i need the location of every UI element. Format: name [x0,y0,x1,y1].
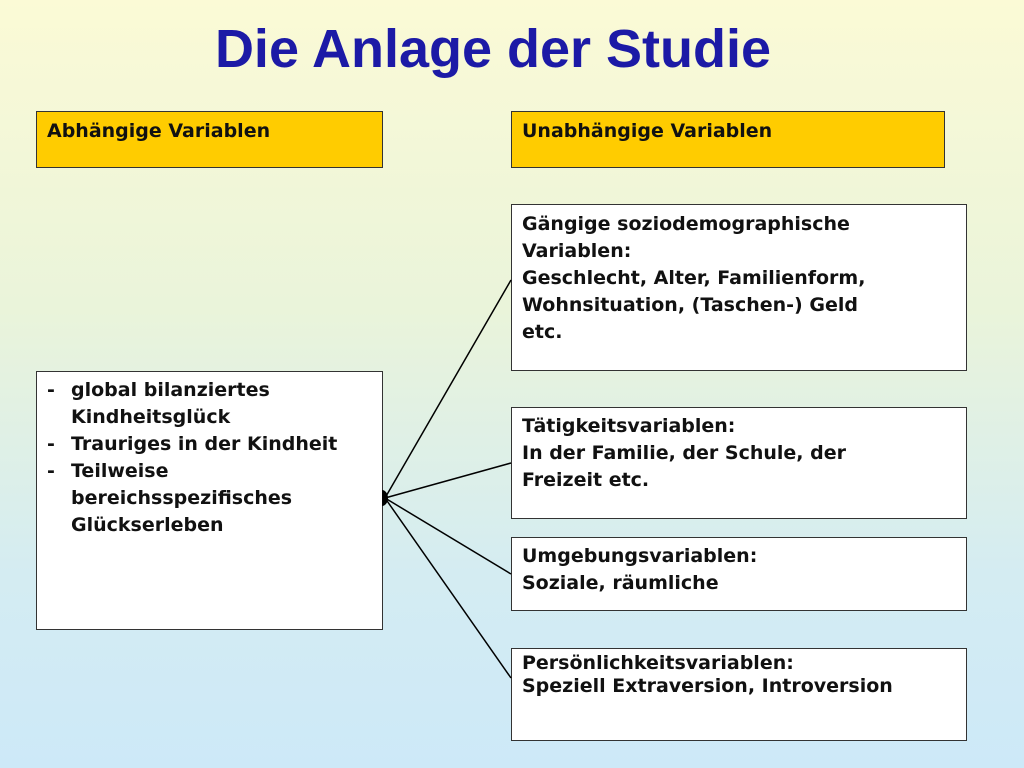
list-bullet: - [47,460,55,482]
box-line: Persönlichkeitsvariablen: [522,652,794,674]
box-line: In der Familie, der Schule, der [522,442,846,464]
independent-variables-header: Unabhängige Variablen [511,111,945,168]
sociodemographic-variables-box: Gängige soziodemographische Variablen: G… [511,204,967,371]
box-line: Soziale, räumliche [522,572,719,594]
box-line: Gängige soziodemographische [522,213,850,235]
personality-variables-box: Persönlichkeitsvariablen: Speziell Extra… [511,648,967,741]
environment-variables-box: Umgebungsvariablen: Soziale, räumliche [511,537,967,611]
dependent-variables-list: - global bilanziertes Kindheitsglück - T… [47,377,372,539]
box-line: Variablen: [522,240,632,262]
list-item: - Trauriges in der Kindheit [47,431,372,458]
box-line: Wohnsituation, (Taschen-) Geld [522,294,858,316]
box-line: Umgebungsvariablen: [522,545,758,567]
connector-hub [382,490,388,506]
list-bullet: - [47,433,55,455]
connector-to-activity [384,462,512,499]
list-item-text: Teilweise bereichsspezifisches Glückserl… [71,460,293,536]
box-line: Geschlecht, Alter, Familienform, [522,267,866,289]
connector-to-sociodemographic [384,279,512,499]
connector-to-environment [384,497,512,575]
dependent-variables-header: Abhängige Variablen [36,111,383,168]
list-item: - Teilweise bereichsspezifisches Glückse… [47,458,372,539]
box-line: Tätigkeitsvariablen: [522,415,736,437]
independent-variables-header-label: Unabhängige Variablen [522,120,773,142]
dependent-variables-box: - global bilanziertes Kindheitsglück - T… [36,371,383,630]
box-line: Speziell Extraversion, Introversion [522,675,893,697]
box-line: Freizeit etc. [522,469,650,491]
box-line: etc. [522,321,563,343]
list-bullet: - [47,379,55,401]
dependent-variables-header-label: Abhängige Variablen [47,120,271,142]
page-title: Die Anlage der Studie [214,19,772,79]
list-item-text: Trauriges in der Kindheit [71,433,338,455]
activity-variables-box: Tätigkeitsvariablen: In der Familie, der… [511,407,967,519]
list-item: - global bilanziertes Kindheitsglück [47,377,372,431]
connector-to-personality [384,497,512,679]
list-item-text: global bilanziertes Kindheitsglück [71,379,270,428]
